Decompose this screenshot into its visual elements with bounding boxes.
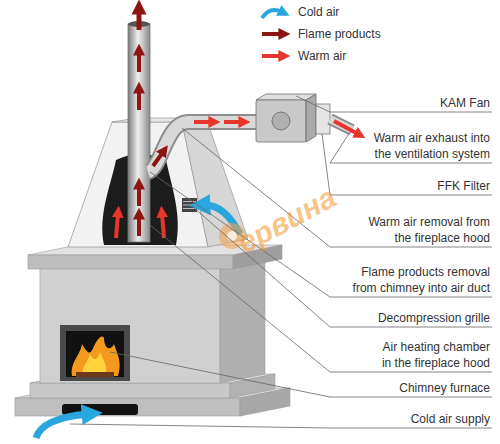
grille: [182, 198, 197, 212]
flame: [72, 336, 120, 376]
watermark-text: ервина: [232, 180, 342, 260]
plinth-front: [15, 398, 240, 416]
callout-label: Cold air supply: [330, 411, 490, 427]
warm-air-arrow: [116, 214, 118, 238]
warm-air-arrow: [224, 120, 242, 124]
base-front: [30, 383, 230, 398]
callout-label: Air heating chamber in the fireplace hoo…: [373, 339, 490, 371]
legend-arrow: [262, 10, 282, 18]
fireplace-body-side: [220, 258, 265, 383]
mantel-front: [28, 255, 233, 269]
chimney-pipe: [128, 24, 150, 242]
callout-label: KAM Fan: [330, 95, 490, 111]
flame-arrow: [137, 10, 142, 30]
legend-arrow: [262, 32, 282, 36]
leader-line: [150, 225, 492, 372]
callout-label: Warm air removal from the fireplace hood: [355, 214, 490, 246]
callout-label: Chimney furnace: [330, 380, 490, 396]
warm-air-arrow: [334, 121, 358, 134]
flame-arrow: [137, 90, 141, 110]
callout-label: Warm air exhaust into the ventilation sy…: [362, 130, 490, 162]
fireplace-body: [40, 268, 220, 383]
fan-box: [256, 100, 306, 142]
legend-text: Warm air: [298, 48, 346, 64]
air-duct: [148, 122, 258, 172]
fan-motor: [272, 112, 290, 130]
leader-line: [192, 206, 492, 327]
flame-arrow: [137, 52, 141, 72]
leader-line: [182, 128, 492, 247]
legend-text: Flame products: [298, 26, 381, 42]
warm-air-arrow: [162, 214, 164, 238]
firebox-frame: [60, 325, 130, 381]
leader-line: [150, 172, 492, 297]
leader-lines: [70, 96, 492, 428]
legend-arrow: [262, 54, 282, 58]
firebox: [66, 331, 124, 377]
flame-arrow: [153, 152, 163, 166]
flame-arrow: [137, 216, 141, 236]
cold-air-arrow: [36, 414, 88, 438]
leader-line: [296, 96, 492, 112]
air-duct: [148, 122, 258, 172]
warm-air-arrow: [194, 120, 212, 124]
callout-label: FFK Filter: [330, 178, 490, 194]
callout-label: Decompression grille: [330, 310, 490, 326]
log: [76, 372, 114, 377]
callout-label: Flame products removal from chimney into…: [345, 264, 490, 296]
legend-text: Cold air: [298, 4, 339, 20]
flame-arrow: [137, 186, 141, 206]
